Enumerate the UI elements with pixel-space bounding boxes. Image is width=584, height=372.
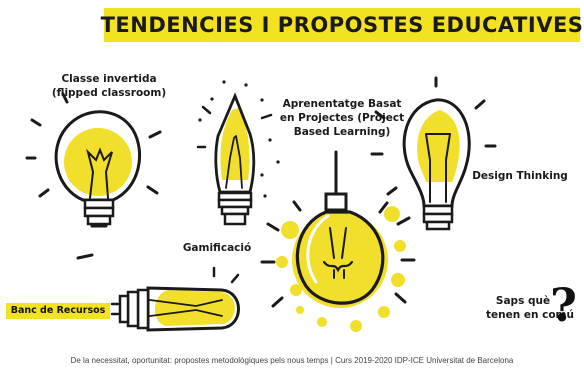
label-abp-line1: Aprenentatge Basat <box>282 98 402 110</box>
label-abp-line2: en Projectes (Project <box>279 112 405 124</box>
label-aprenentatge-projectes: Aprenentatge Basat en Projectes (Project… <box>272 97 412 139</box>
dots-decoration <box>198 80 280 198</box>
lightbulb-tube-icon <box>110 266 240 332</box>
label-banc-recursos: Banc de Recursos <box>6 303 110 319</box>
label-saps-line2: tenen en comú <box>486 309 574 321</box>
question-mark: ? <box>550 278 577 332</box>
yellow-dots-decoration <box>276 206 406 332</box>
lightbulb-hanging-icon <box>260 150 416 308</box>
label-classe-line2: (flipped classroom) <box>51 87 167 99</box>
label-gamificacio: Gamificació <box>182 242 252 254</box>
page-title: TENDENCIES I PROPOSTES EDUCATIVES <box>100 13 584 37</box>
footer-caption: De la necessitat, oportunitat: propostes… <box>70 356 514 365</box>
lightbulb-tall-icon <box>370 76 497 231</box>
label-classe-line1: Classe invertida <box>61 73 157 85</box>
label-design-thinking: Design Thinking <box>472 170 568 182</box>
lightbulb-pencil-icon <box>196 92 273 226</box>
label-classe-invertida: Classe invertida (flipped classroom) <box>44 72 174 100</box>
label-abp-line3: Based Learning) <box>293 126 391 138</box>
label-saps-line1: Saps què <box>495 295 551 307</box>
label-saps-que: Saps què tenen en comú <box>486 294 574 322</box>
lightbulb-round-icon <box>25 92 162 260</box>
title-banner: TENDENCIES I PROPOSTES EDUCATIVES <box>101 8 583 42</box>
